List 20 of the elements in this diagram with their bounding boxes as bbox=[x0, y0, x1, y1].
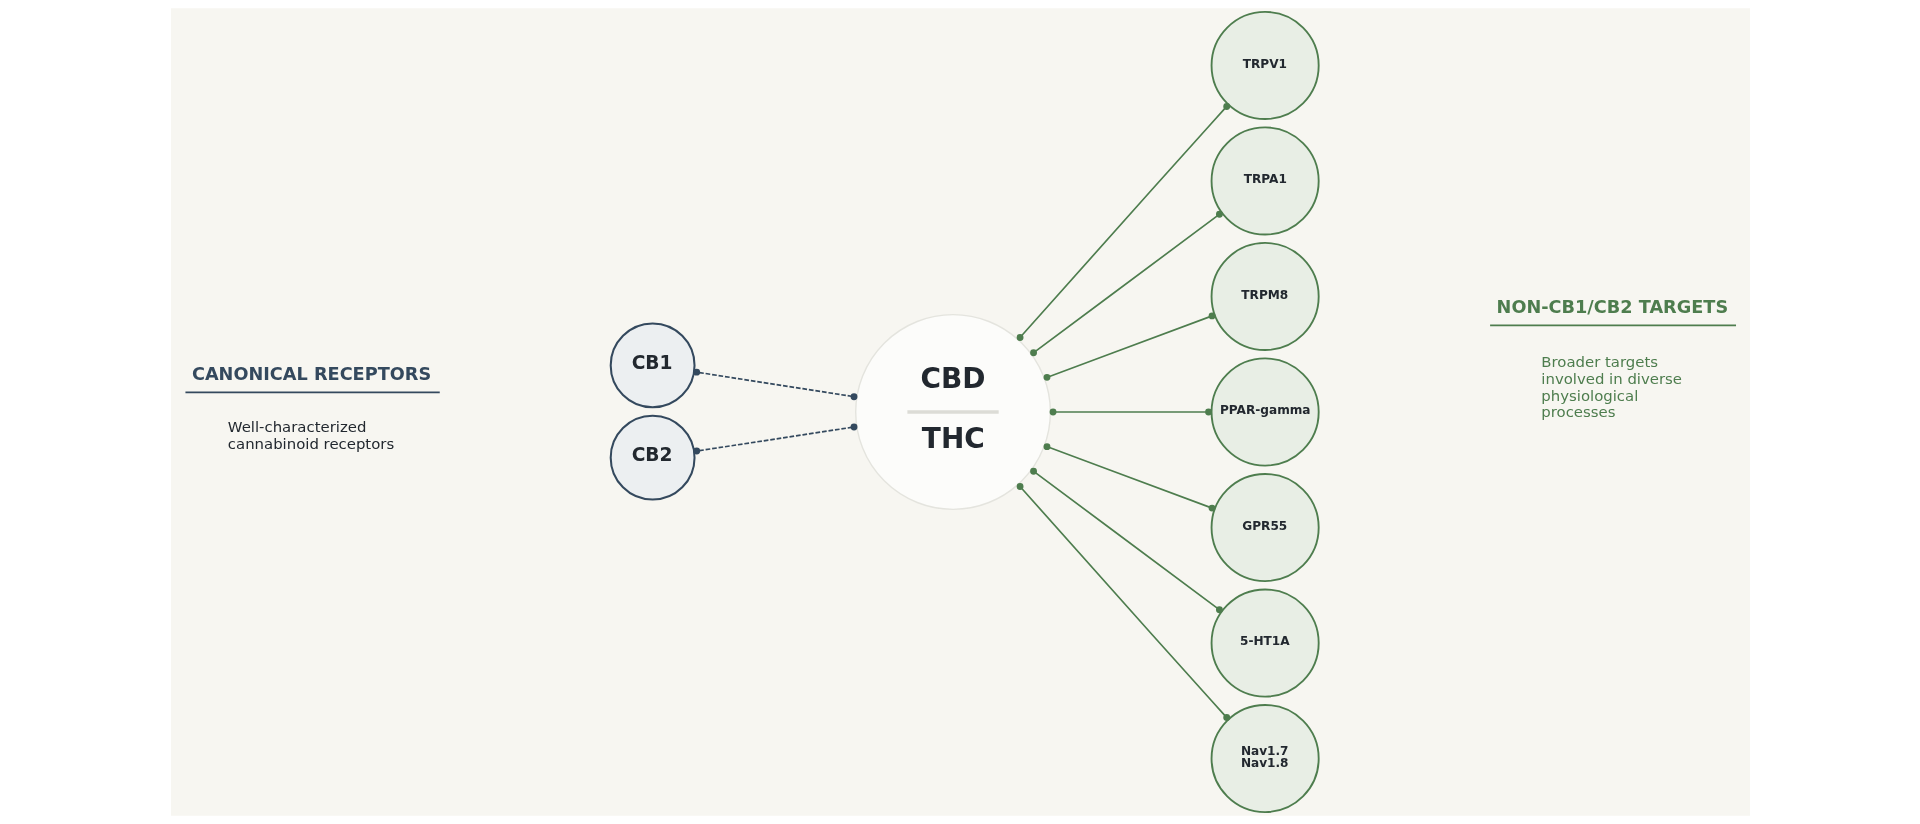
connector bbox=[692, 423, 857, 455]
connector bbox=[1029, 210, 1223, 357]
connector bbox=[1049, 408, 1212, 416]
label: Well-characterized cannabinoid receptors bbox=[227, 418, 394, 454]
connector bbox=[1016, 103, 1230, 341]
connector bbox=[1043, 443, 1215, 512]
connector bbox=[1029, 467, 1223, 614]
label: Broader targets involved in diverse physiological processes bbox=[1540, 353, 1682, 422]
connector bbox=[1043, 312, 1215, 381]
node-circle: TRPA1 bbox=[1210, 126, 1320, 236]
node-circle: 5-HT1A bbox=[1210, 588, 1320, 698]
node-circle: CB1 bbox=[609, 322, 696, 409]
connector bbox=[692, 368, 857, 401]
label: CANONICAL RECEPTORS bbox=[191, 363, 431, 384]
node-circle: Nav1.7 Nav1.8 bbox=[1210, 704, 1320, 814]
node-circle: CB2 bbox=[609, 414, 696, 501]
node-circle: TRPV1 bbox=[1210, 10, 1320, 120]
node-circle: PPAR-gamma bbox=[1210, 357, 1320, 467]
connector bbox=[1016, 483, 1230, 721]
label: NON-CB1/CB2 TARGETS bbox=[1496, 296, 1728, 317]
